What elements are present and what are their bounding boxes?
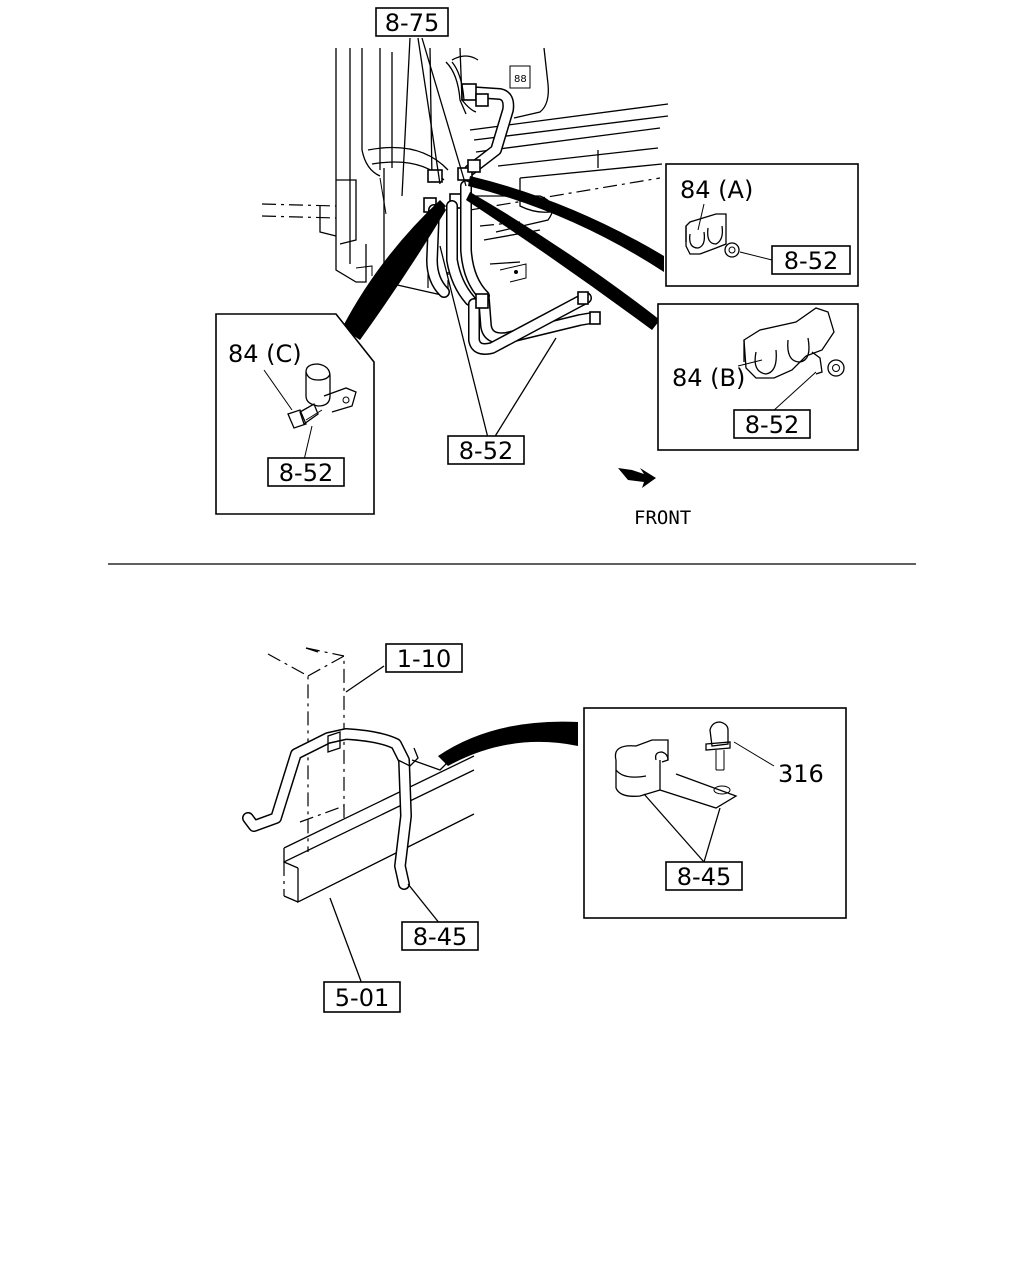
front-arrow-icon xyxy=(618,468,656,488)
detail-box-lower: 316 8-45 xyxy=(583,707,847,919)
nut-a-icon xyxy=(724,242,740,258)
lower-illustration: 1-10 8-45 5-01 xyxy=(242,643,847,1013)
leader-center-8-52 xyxy=(439,245,557,439)
bolt-c-icon xyxy=(287,403,323,429)
callout-5-01-text: 5-01 xyxy=(335,984,389,1012)
detail-b-ref-label: 8-52 xyxy=(745,411,799,439)
callout-5-01: 5-01 xyxy=(323,981,401,1013)
clamp-c-icon xyxy=(305,363,357,413)
detail-b-part-label: 84 (B) xyxy=(672,364,745,392)
bolt-316-icon xyxy=(705,721,731,771)
callout-1-10: 1-10 xyxy=(385,643,463,673)
frame-rail xyxy=(283,755,475,904)
detail-lower-ref-label: 8-45 xyxy=(677,863,731,891)
svg-text:88: 88 xyxy=(514,74,527,85)
detail-a-part-label: 84 (A) xyxy=(680,176,753,204)
body-member-outline xyxy=(267,647,345,852)
detail-c-part-label: 84 (C) xyxy=(228,340,302,368)
bolt-b-icon xyxy=(811,351,845,377)
callout-8-45: 8-45 xyxy=(401,921,479,951)
front-indicator: FRONT xyxy=(618,468,691,529)
detail-pointer-wedge xyxy=(438,721,578,766)
callout-center-8-52: 8-52 xyxy=(447,435,525,465)
clip-icon xyxy=(614,739,738,809)
leader-8-45 xyxy=(407,883,441,925)
callout-8-45-text: 8-45 xyxy=(413,923,467,951)
callout-center-8-52-text: 8-52 xyxy=(459,437,513,465)
clamp-b-icon xyxy=(743,307,835,379)
clamp-a-icon xyxy=(685,213,727,255)
leader-8-75 xyxy=(401,37,467,197)
detail-pointer-wedges xyxy=(338,176,664,344)
detail-a-ref-label: 8-52 xyxy=(784,247,838,275)
leader-1-10 xyxy=(345,665,385,693)
upper-illustration: 88 xyxy=(215,7,859,529)
callout-8-75: 8-75 xyxy=(375,7,449,37)
front-label: FRONT xyxy=(634,507,691,529)
chassis-frame: 88 xyxy=(451,47,669,283)
cab-body-outline xyxy=(335,47,449,297)
detail-box-c: 84 (C) 8-52 xyxy=(215,313,375,515)
detail-c-ref-label: 8-52 xyxy=(279,459,333,487)
detail-box-a: 84 (A) 8-52 xyxy=(665,163,859,287)
detail-box-b: 84 (B) 8-52 xyxy=(657,303,859,451)
callout-8-75-text: 8-75 xyxy=(385,9,439,37)
leader-5-01 xyxy=(329,897,363,985)
detail-lower-part-label: 316 xyxy=(778,760,824,788)
callout-1-10-text: 1-10 xyxy=(397,645,451,673)
oil-cooler-hoses xyxy=(426,180,601,355)
upper-pipe-fittings xyxy=(445,61,515,176)
lower-hose xyxy=(242,728,447,890)
